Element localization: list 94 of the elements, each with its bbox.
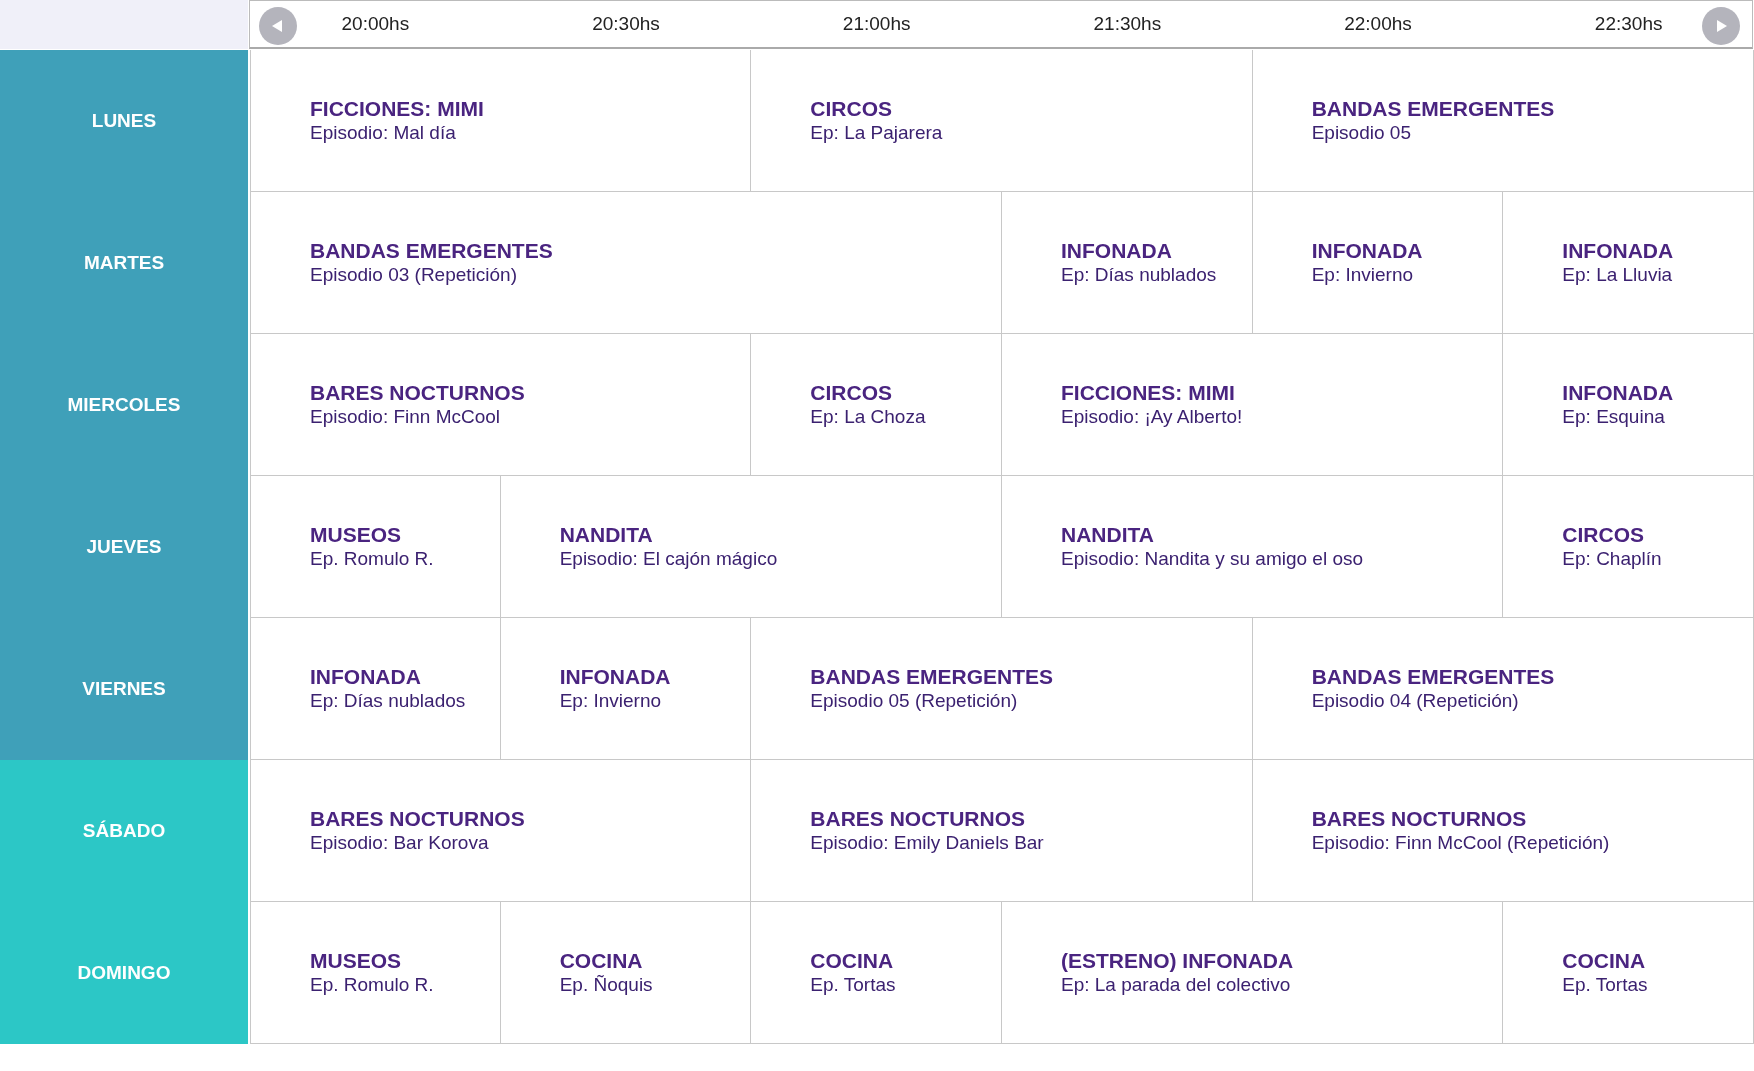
program-cell (250, 476, 501, 618)
episode-name: Ep: La Choza (810, 405, 927, 428)
program-cell (250, 192, 1002, 334)
program-title: BARES NOCTURNOS (810, 807, 1026, 831)
episode-name: Ep: La Pajarera (810, 121, 944, 144)
program-cell (751, 760, 1253, 902)
program-title: COCINA (810, 949, 895, 973)
program-title: BARES NOCTURNOS (310, 381, 526, 405)
episode-name: Ep: Chaplín (1562, 547, 1663, 570)
program-cell (1252, 760, 1754, 902)
program-title: INFONADA (1562, 381, 1675, 405)
program-title: BANDAS EMERGENTES (310, 239, 554, 263)
episode-name: Ep: La parada del colectivo (1061, 973, 1292, 996)
program-title: COCINA (1562, 949, 1647, 973)
day-header-cell: DOMINGO (0, 902, 248, 1044)
day-header-cell: MARTES (0, 192, 248, 334)
time-slot-label: 22:00hs (1344, 13, 1412, 35)
episode-name: Ep: Días nublados (310, 689, 467, 712)
episode-name: Ep: Esquina (1562, 405, 1666, 428)
program-title: CIRCOS (810, 381, 893, 405)
program-title: MUSEOS (310, 523, 402, 547)
program-title: BANDAS EMERGENTES (810, 665, 1055, 689)
program-title: NANDITA (1061, 523, 1155, 547)
program-title: NANDITA (559, 523, 654, 547)
program-title: BARES NOCTURNOS (1311, 807, 1528, 831)
day-header-cell: LUNES (0, 50, 248, 192)
day-header-cell: VIERNES (0, 618, 248, 760)
time-slot-label: 20:00hs (341, 13, 410, 35)
program-title: CIRCOS (810, 97, 893, 121)
day-header-cell: MIERCOLES (0, 334, 248, 476)
program-cell (250, 334, 752, 476)
program-title: (ESTRENO) INFONADA (1061, 949, 1295, 973)
program-cell (751, 334, 1002, 476)
episode-name: Episodio 03 (Repetición) (310, 263, 518, 286)
program-cell (1252, 50, 1754, 192)
episode-name: Ep: Días nublados (1061, 263, 1218, 286)
time-slot-label: 20:30hs (592, 13, 660, 35)
time-slot-label: 22:30hs (1594, 13, 1663, 35)
episode-name: Ep. Romulo R. (310, 547, 435, 570)
episode-name: Ep. Romulo R. (310, 973, 435, 996)
episode-name: Episodio: El cajón mágico (559, 547, 779, 570)
program-cell (1002, 334, 1504, 476)
day-header-cell: JUEVES (0, 476, 248, 618)
program-title: INFONADA (1061, 239, 1173, 263)
program-cell (1252, 618, 1754, 760)
program-title: BANDAS EMERGENTES (1311, 97, 1556, 121)
program-cell (1252, 192, 1504, 334)
episode-name: Episodio: Emily Daniels Bar (810, 831, 1045, 854)
program-title: CIRCOS (1562, 523, 1645, 547)
episode-name: Episodio 04 (Repetición) (1311, 689, 1520, 712)
time-slot-label: 21:30hs (1093, 13, 1162, 35)
episode-name: Episodio: Bar Korova (310, 831, 490, 854)
program-title: BARES NOCTURNOS (310, 807, 526, 831)
program-cell (751, 902, 1002, 1044)
program-cell (1503, 902, 1754, 1044)
episode-name: Episodio 05 (Repetición) (810, 689, 1019, 712)
episode-name: Episodio 05 (1311, 121, 1412, 144)
program-title: INFONADA (559, 665, 672, 689)
program-title: FICCIONES: MIMI (1061, 381, 1236, 405)
program-cell (250, 760, 752, 902)
episode-name: Ep. Tortas (1562, 973, 1649, 996)
program-cell (250, 902, 501, 1044)
episode-name: Episodio: ¡Ay Alberto! (1061, 405, 1244, 428)
program-cell (1503, 192, 1754, 334)
program-cell (751, 50, 1253, 192)
program-cell (1002, 192, 1253, 334)
program-title: COCINA (559, 949, 644, 973)
episode-name: Ep: Invierno (559, 689, 663, 712)
program-title: FICCIONES: MIMI (310, 97, 485, 121)
episode-name: Ep: Invierno (1311, 263, 1415, 286)
program-cell (751, 618, 1253, 760)
program-title: INFONADA (310, 665, 422, 689)
episode-name: Ep. Ñoquis (559, 973, 654, 996)
program-cell (500, 476, 1002, 618)
program-cell (250, 50, 752, 192)
program-cell (500, 902, 752, 1044)
episode-name: Ep. Tortas (810, 973, 897, 996)
program-cell (1503, 334, 1754, 476)
program-cell (1002, 902, 1504, 1044)
program-cell (250, 618, 501, 760)
program-title: MUSEOS (310, 949, 402, 973)
time-slot-label: 21:00hs (842, 13, 911, 35)
program-title: INFONADA (1562, 239, 1675, 263)
day-header-cell: SÁBADO (0, 760, 248, 902)
program-cell (1503, 476, 1754, 618)
episode-name: Episodio: Nandita y su amigo el oso (1061, 547, 1365, 570)
episode-name: Episodio: Finn McCool (Repetición) (1311, 831, 1611, 854)
program-title: INFONADA (1311, 239, 1424, 263)
program-cell (500, 618, 752, 760)
episode-name: Episodio: Mal día (310, 121, 457, 144)
episode-name: Ep: La Lluvia (1562, 263, 1674, 286)
episode-name: Episodio: Finn McCool (310, 405, 502, 428)
program-cell (1002, 476, 1504, 618)
program-title: BANDAS EMERGENTES (1311, 665, 1556, 689)
